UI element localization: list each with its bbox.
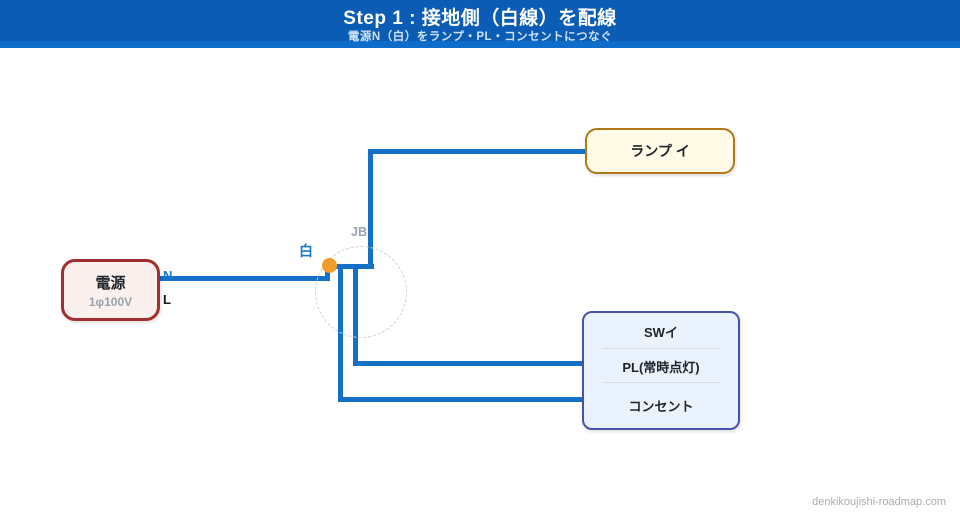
load-row-outlet: コンセント [584,383,738,428]
junction-box-circle [315,246,407,338]
page-title: Step 1 : 接地側（白線）を配線 [343,8,617,29]
pilot-lamp-label: PL(常時点灯) [622,359,700,375]
load-row-pilot-lamp: PL(常時点灯) [584,349,738,383]
header-banner: Step 1 : 接地側（白線）を配線 電源N（白）をランプ・PL・コンセントに… [0,0,960,48]
outlet-label: コンセント [628,399,694,414]
power-source-voltage: 1φ100V [88,294,133,309]
wire-source-to-junction [160,276,328,281]
white-wire-label: 白 [299,243,313,259]
terminal-n-label: N [163,268,173,283]
row-divider [602,382,720,383]
load-box: SWイ PL(常時点灯) コンセント [582,311,740,430]
junction-dot-icon [322,258,337,273]
header-accent-strip [0,41,960,48]
junction-box-label: JB [351,225,367,239]
load-row-switch: SWイ [584,313,738,349]
power-source-box: 電源 1φ100V [61,259,160,321]
wire-to-lamp-vertical [368,149,373,269]
row-divider [602,348,720,349]
switch-label: SWイ [644,324,678,340]
lamp-label: ランプ イ [630,143,690,159]
lamp-box: ランプ イ [585,128,735,174]
page-subtitle: 電源N（白）をランプ・PL・コンセントにつなぐ [347,31,613,43]
site-watermark: denkikoujishi-roadmap.com [812,496,946,508]
wire-to-lamp-horizontal [370,149,585,154]
terminal-l-label: L [163,292,171,307]
power-source-label: 電源 [95,274,126,292]
wire-to-pl-horizontal [353,361,582,366]
wire-to-outlet-horizontal [338,397,582,402]
